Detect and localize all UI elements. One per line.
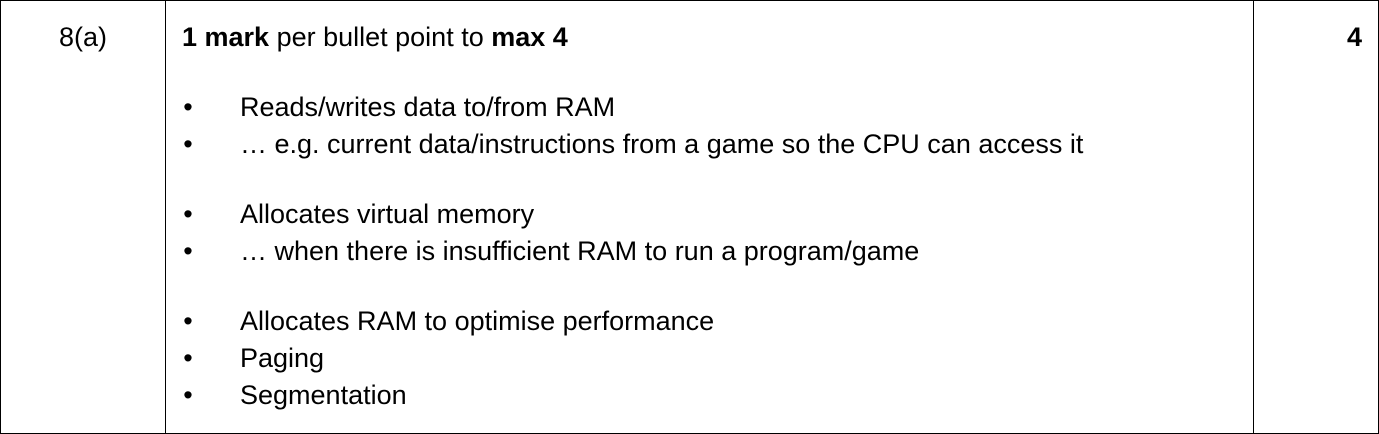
marks-cell: 4 (1253, 0, 1379, 434)
bullet-group: • Reads/writes data to/from RAM • … e.g. cu… (182, 89, 1253, 163)
bullet-item: • Reads/writes data to/from RAM (182, 89, 1253, 126)
bullet-text: Segmentation (240, 380, 407, 410)
bullet-group: • Allocates virtual memory • … when there i… (182, 196, 1253, 270)
question-number: 8(a) (58, 22, 107, 52)
bullet-item: • … e.g. current data/instructions from a… (182, 126, 1253, 163)
bullet-item: • Allocates RAM to optimise performance (182, 303, 1253, 340)
bullet-item: • … when there is insufficient RAM to run… (182, 233, 1253, 270)
marking-guidance: 1 mark per bullet point to max 4 (182, 19, 1253, 56)
bullet-text: Allocates RAM to optimise performance (240, 306, 715, 336)
bullet-point-icon: • (183, 129, 193, 159)
bullet-text: Reads/writes data to/from RAM (240, 92, 616, 122)
bullet-point-icon: • (183, 380, 193, 410)
marks-total: 4 (1346, 22, 1362, 52)
guidance-text: per bullet point to (269, 22, 492, 52)
bullet-point-icon: • (183, 306, 193, 336)
bullet-text: Paging (240, 343, 325, 373)
max-marks: max 4 (491, 22, 568, 52)
bullet-point-icon: • (183, 92, 193, 122)
bullet-point-icon: • (183, 199, 193, 229)
bullet-item: • Segmentation (182, 377, 1253, 414)
bullet-item: • Allocates virtual memory (182, 196, 1253, 233)
bullet-text: … when there is insufficient RAM to run … (240, 236, 920, 266)
bullet-point-icon: • (183, 236, 193, 266)
bullet-item: • Paging (182, 340, 1253, 377)
bullet-group: • Allocates RAM to optimise performance • P… (182, 303, 1253, 414)
question-number-cell: 8(a) (0, 0, 166, 434)
bullet-text: Allocates virtual memory (240, 199, 535, 229)
answer-points: • Reads/writes data to/from RAM • … e.g. cu… (182, 89, 1253, 414)
bullet-text: … e.g. current data/instructions from a … (240, 129, 1084, 159)
marks-per-point: 1 mark (182, 22, 270, 52)
answer-cell: 1 mark per bullet point to max 4 • Reads/… (165, 0, 1254, 434)
bullet-point-icon: • (183, 343, 193, 373)
